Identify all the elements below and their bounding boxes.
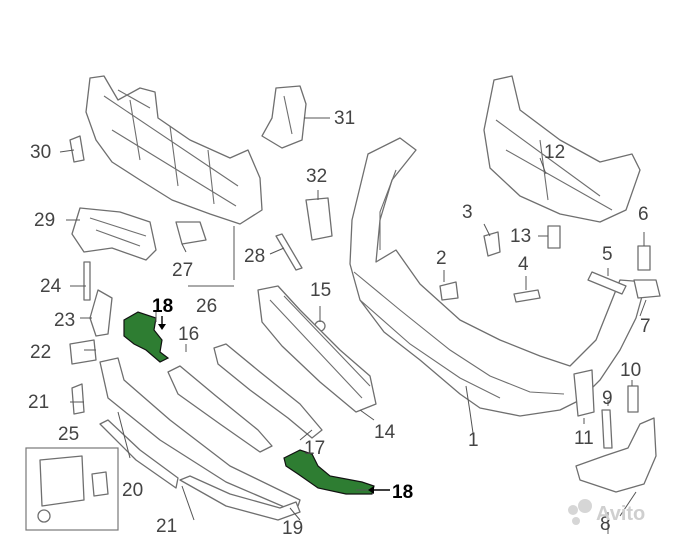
part-21-upper: [71, 383, 85, 415]
label-4: 4: [518, 254, 529, 275]
label-6: 6: [638, 204, 649, 225]
part-10: [627, 385, 639, 413]
label-31: 31: [334, 108, 355, 129]
part-11: [573, 369, 595, 417]
callout-labels: 1 2 3 4 5 6 7 8 9 10 11 12 13 14 15 16 1…: [28, 108, 651, 539]
label-26: 26: [196, 296, 217, 317]
label-29: 29: [34, 210, 55, 231]
part-28: [275, 233, 303, 271]
part-17: [213, 343, 323, 439]
label-16: 16: [178, 324, 199, 345]
watermark-dot-icon: [568, 505, 578, 515]
watermark-dot-icon: [578, 499, 592, 513]
label-3: 3: [462, 202, 473, 223]
watermark-dot-icon: [572, 517, 580, 525]
part-2: [439, 281, 459, 301]
part-22: [69, 339, 97, 365]
part-24: [83, 261, 91, 301]
label-14: 14: [374, 422, 396, 443]
part-20: [99, 357, 301, 513]
part-31: [261, 85, 307, 149]
part-1-bumper-cover: [349, 137, 647, 417]
label-23: 23: [54, 310, 75, 331]
label-21-lower: 21: [156, 516, 177, 537]
part-21-lower: [99, 419, 179, 489]
label-7: 7: [640, 316, 651, 337]
part-8: [575, 417, 657, 534]
part-32: [305, 197, 333, 241]
label-8: 8: [600, 514, 611, 535]
label-32: 32: [306, 166, 327, 187]
part-16: [167, 365, 273, 453]
label-10: 10: [620, 360, 641, 381]
label-1: 1: [468, 430, 479, 451]
part-29: [71, 207, 157, 261]
part-14: [257, 285, 377, 413]
part-5: [587, 271, 627, 295]
watermark-text: Avito: [596, 503, 645, 525]
part-7: [633, 279, 661, 299]
label-27: 27: [172, 260, 193, 281]
part-12: [483, 75, 641, 223]
label-20: 20: [122, 480, 143, 501]
part-4: [513, 289, 541, 303]
part-3: [483, 231, 501, 257]
label-15: 15: [310, 280, 331, 301]
highlight-arrows: [158, 316, 390, 494]
part-30: [69, 135, 85, 163]
part-25-box: [25, 447, 119, 531]
label-22: 22: [30, 342, 51, 363]
label-30: 30: [30, 142, 51, 163]
label-28: 28: [244, 246, 265, 267]
part-23: [89, 289, 113, 337]
label-19: 19: [282, 518, 303, 539]
part-13: [547, 225, 561, 249]
part-9: [601, 409, 613, 449]
label-13: 13: [510, 226, 531, 247]
part-18-lower-highlighted: [283, 449, 375, 495]
part-18-upper-highlighted: [123, 311, 170, 363]
part-19: [179, 475, 301, 521]
label-21-upper: 21: [28, 392, 49, 413]
leader-lines: [59, 117, 647, 521]
label-18-upper: 18: [152, 296, 173, 317]
label-11: 11: [574, 428, 594, 449]
label-18-lower: 18: [392, 482, 413, 503]
avito-watermark: Avito: [568, 499, 645, 525]
label-24: 24: [40, 276, 62, 297]
label-17: 17: [304, 438, 325, 459]
label-9: 9: [602, 388, 613, 409]
label-25: 25: [58, 424, 79, 445]
label-5: 5: [602, 244, 613, 265]
label-2: 2: [436, 248, 447, 269]
part-6: [637, 245, 651, 271]
label-12: 12: [544, 142, 565, 163]
part-beam: [85, 75, 263, 245]
